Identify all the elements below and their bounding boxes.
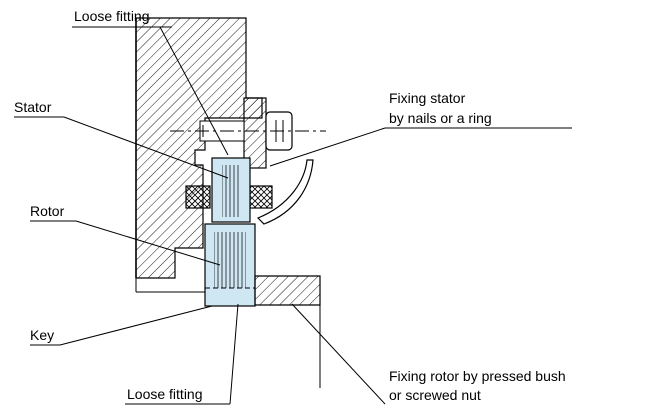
- label-loose-fitting-top: Loose fitting: [74, 8, 150, 24]
- rotor: [204, 223, 256, 307]
- stator: [211, 157, 251, 223]
- label-rotor: Rotor: [30, 203, 65, 219]
- label-fixing-stator-2: by nails or a ring: [389, 110, 492, 126]
- label-fixing-rotor-2: or screwed nut: [389, 387, 481, 403]
- label-key: Key: [30, 327, 54, 343]
- ring-right: [249, 185, 273, 209]
- bolt-assembly: [170, 97, 326, 178]
- label-fixing-rotor-1: Fixing rotor by pressed bush: [389, 368, 566, 384]
- label-loose-fitting-bottom: Loose fitting: [127, 386, 203, 402]
- label-stator: Stator: [14, 99, 52, 115]
- label-fixing-stator-1: Fixing stator: [389, 90, 466, 106]
- bush: [254, 275, 321, 388]
- ring-left: [185, 185, 211, 209]
- fixing-spring: [256, 159, 314, 225]
- leader-lines: [14, 26, 572, 405]
